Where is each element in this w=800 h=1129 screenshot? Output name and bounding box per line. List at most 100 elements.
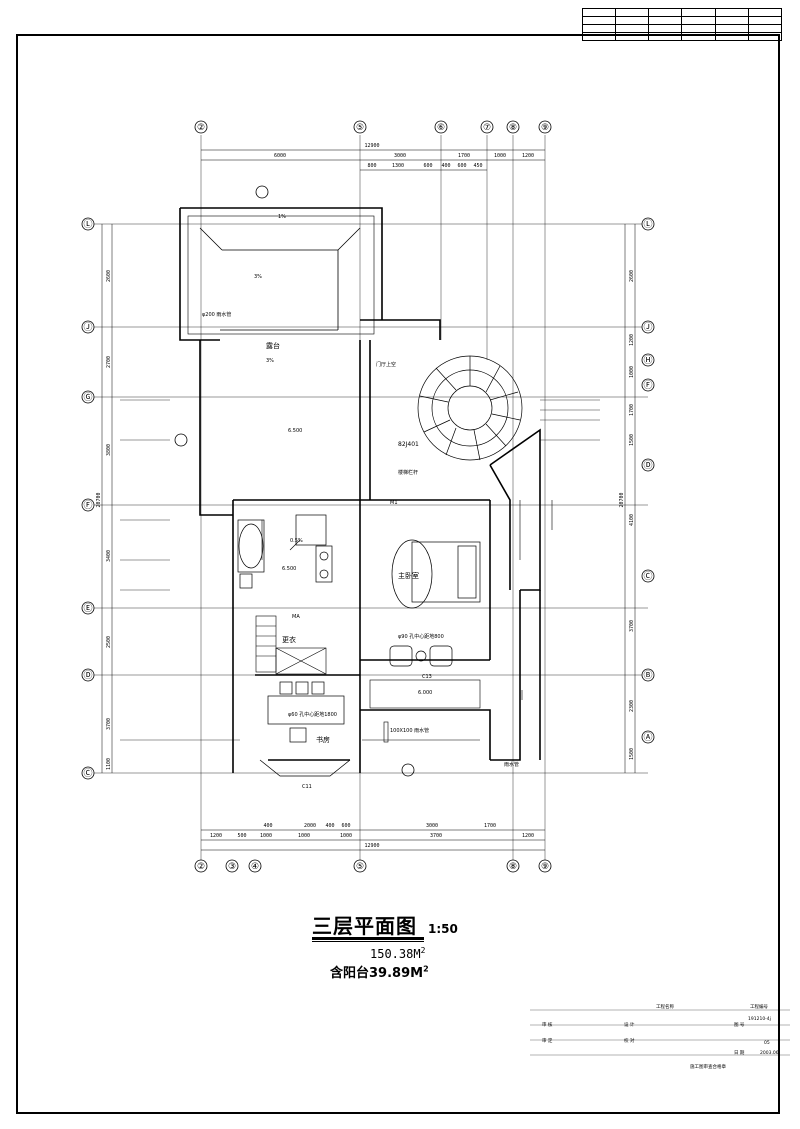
axis-gridlines	[94, 135, 648, 860]
dim-bot1-5: 1700	[484, 823, 496, 829]
axis-top-5	[538, 120, 552, 134]
dim-bot2-6: 1200	[522, 833, 534, 839]
axis-left-6-label: Ⓒ	[83, 768, 92, 779]
door-c11: C11	[302, 784, 312, 790]
axis-top-3	[480, 120, 494, 134]
title-underline-thin	[312, 941, 424, 942]
door-ma: MA	[292, 614, 300, 620]
door-m1: M1	[390, 500, 398, 506]
dim-right-3: 1700	[629, 404, 635, 416]
ceiling-note: 82J401	[398, 441, 419, 448]
tb-date: 2003.06	[760, 1050, 779, 1056]
dim-top2-3: 1000	[494, 153, 506, 159]
study-furniture	[259, 681, 351, 777]
axis-left-4	[81, 601, 95, 615]
axis-bottom-1	[225, 859, 239, 873]
axis-right-7-label: Ⓐ	[643, 732, 652, 743]
core-walls	[232, 319, 541, 773]
tb-row2-b: 校 对	[624, 1037, 635, 1044]
slope-note-1: 1%	[278, 214, 286, 220]
dim-top3-2: 600	[423, 163, 432, 169]
title-underline	[312, 937, 424, 940]
tb-row1-b: 设 计	[624, 1021, 635, 1028]
axis-left-0-label: Ⓛ	[83, 219, 92, 230]
dim-bot2-4: 1000	[340, 833, 352, 839]
section-markers	[174, 185, 415, 777]
axis-right-6-label: Ⓑ	[643, 670, 652, 681]
dim-top2-0: 6000	[274, 153, 286, 159]
ac-hole-note-1: φ90 孔中心距地800	[398, 633, 444, 640]
axis-bottom-4-label: ⑧	[509, 862, 517, 872]
axis-bottom-0	[194, 859, 208, 873]
terrace-slope-2: 3%	[266, 358, 274, 364]
dim-left-3: 3400	[106, 550, 112, 562]
axis-bottom-3	[353, 859, 367, 873]
lower-balcony	[362, 679, 481, 743]
page-border	[16, 34, 780, 1114]
dressing-area	[255, 615, 327, 675]
dim-bot1-3: 600	[341, 823, 350, 829]
dim-left-2: 3800	[106, 444, 112, 456]
axis-left-2-label: Ⓖ	[83, 392, 92, 403]
axis-right-4	[641, 458, 655, 472]
drain-note-1: φ200 雨水管	[202, 311, 231, 318]
dim-right-5: 4100	[629, 514, 635, 526]
terrace-walls	[179, 207, 383, 516]
stair-railing-note: 楼梯栏杆	[398, 469, 418, 476]
dim-top3-3: 400	[441, 163, 450, 169]
axis-top-4	[506, 120, 520, 134]
dim-right-2: 1000	[629, 366, 635, 378]
axis-right-4-label: Ⓓ	[643, 460, 652, 471]
dim-top2-4: 1200	[522, 153, 534, 159]
dim-left-5: 3700	[106, 718, 112, 730]
dim-bot2-5: 3700	[430, 833, 442, 839]
spiral-stair	[417, 355, 523, 461]
dim-left-total: 20700	[96, 492, 102, 507]
tb-row2-a: 审 定	[542, 1037, 553, 1044]
axis-top-1	[353, 120, 367, 134]
axis-leaders	[120, 399, 600, 741]
dim-left-4: 2500	[106, 636, 112, 648]
dim-right-1: 1200	[629, 334, 635, 346]
balcony-area: 含阳台39.89M2	[330, 964, 429, 981]
axis-right-7	[641, 730, 655, 744]
axis-left-5	[81, 668, 95, 682]
axis-right-0-label: Ⓛ	[643, 219, 652, 230]
axis-top-4-label: ⑧	[509, 123, 517, 133]
axis-right-2-label: Ⓗ	[643, 355, 652, 366]
dim-right-6: 3700	[629, 620, 635, 632]
terrace-slope: 3%	[254, 274, 262, 280]
terrace-level: 6.500	[288, 428, 302, 434]
axis-right-6	[641, 668, 655, 682]
axis-right-1	[641, 320, 655, 334]
dim-right-total: 20700	[619, 492, 625, 507]
axis-top-0	[194, 120, 208, 134]
axis-top-2	[434, 120, 448, 134]
axis-top-0-label: ②	[197, 123, 205, 133]
axis-bottom-2-label: ④	[251, 862, 259, 872]
dim-top2-2: 1700	[458, 153, 470, 159]
dim-top3-1: 1300	[392, 163, 404, 169]
room-dressing: 更衣	[282, 635, 296, 644]
dim-top2-1: 3000	[394, 153, 406, 159]
dim-top3-4: 600	[457, 163, 466, 169]
slope-note-2: 0.5%	[290, 538, 303, 544]
floor-area: 150.38M2	[370, 946, 426, 961]
axis-left-6	[81, 766, 95, 780]
axis-left-4-label: Ⓔ	[83, 603, 92, 614]
axis-top-5-label: ⑨	[541, 123, 549, 133]
level-note-3: 6.000	[418, 690, 432, 696]
axis-left-1-label: Ⓙ	[83, 322, 92, 333]
axis-right-1-label: Ⓙ	[643, 322, 652, 333]
door-c13: C13	[422, 674, 432, 680]
axis-left-0	[81, 217, 95, 231]
dim-bot2-0: 1200	[210, 833, 222, 839]
tb-row1-a: 审 核	[542, 1021, 553, 1028]
stair-void-note: 门厅上空	[376, 361, 396, 368]
axis-right-5-label: Ⓒ	[643, 571, 652, 582]
room-master-bedroom: 主卧室	[398, 571, 419, 580]
axis-left-1	[81, 320, 95, 334]
dim-right-0: 2600	[629, 270, 635, 282]
tb-label-a: 工程名称	[656, 1003, 674, 1010]
